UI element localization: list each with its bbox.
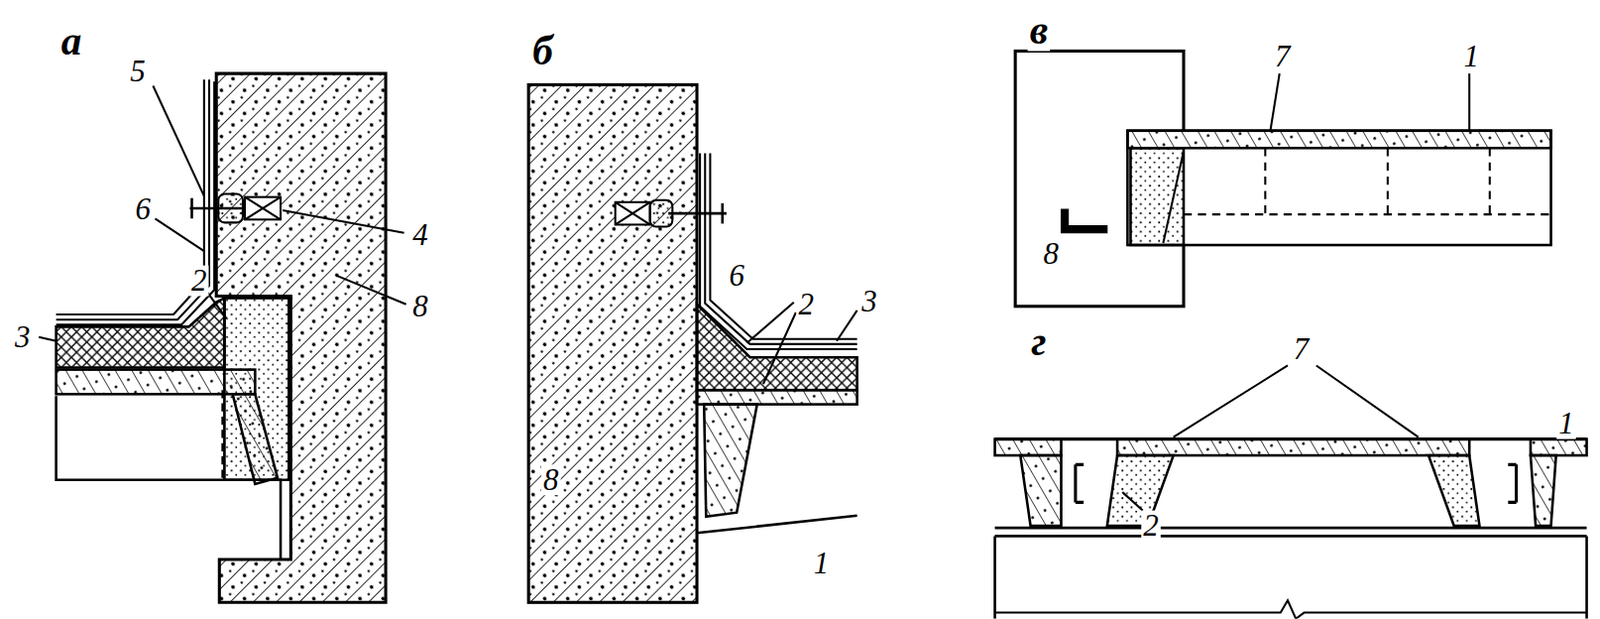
panel-letter: а xyxy=(59,20,85,62)
callout-number: 7 xyxy=(1291,334,1312,365)
callout-number: 5 xyxy=(127,56,148,88)
callout-number: 1 xyxy=(811,548,832,579)
callout-number: 6 xyxy=(726,259,747,291)
callout-number: 2 xyxy=(1141,510,1161,542)
callout-number: 2 xyxy=(796,288,816,320)
callout-number: 2 xyxy=(189,265,210,297)
callout-number: 1 xyxy=(1461,40,1482,72)
callout-number: 1 xyxy=(1556,408,1577,440)
callout-number: 7 xyxy=(1272,40,1293,72)
callout-number: 4 xyxy=(410,219,431,250)
callout-number: 8 xyxy=(541,463,562,495)
panel-letter: б xyxy=(530,30,556,72)
callout-number: 8 xyxy=(1040,237,1061,269)
callout-number: 3 xyxy=(12,321,33,352)
callout-number: 8 xyxy=(410,290,431,322)
callout-number: 6 xyxy=(132,194,153,226)
panel-letter: г xyxy=(1028,321,1048,362)
panel-letter: в xyxy=(1028,9,1051,51)
callout-number: 3 xyxy=(859,285,880,317)
